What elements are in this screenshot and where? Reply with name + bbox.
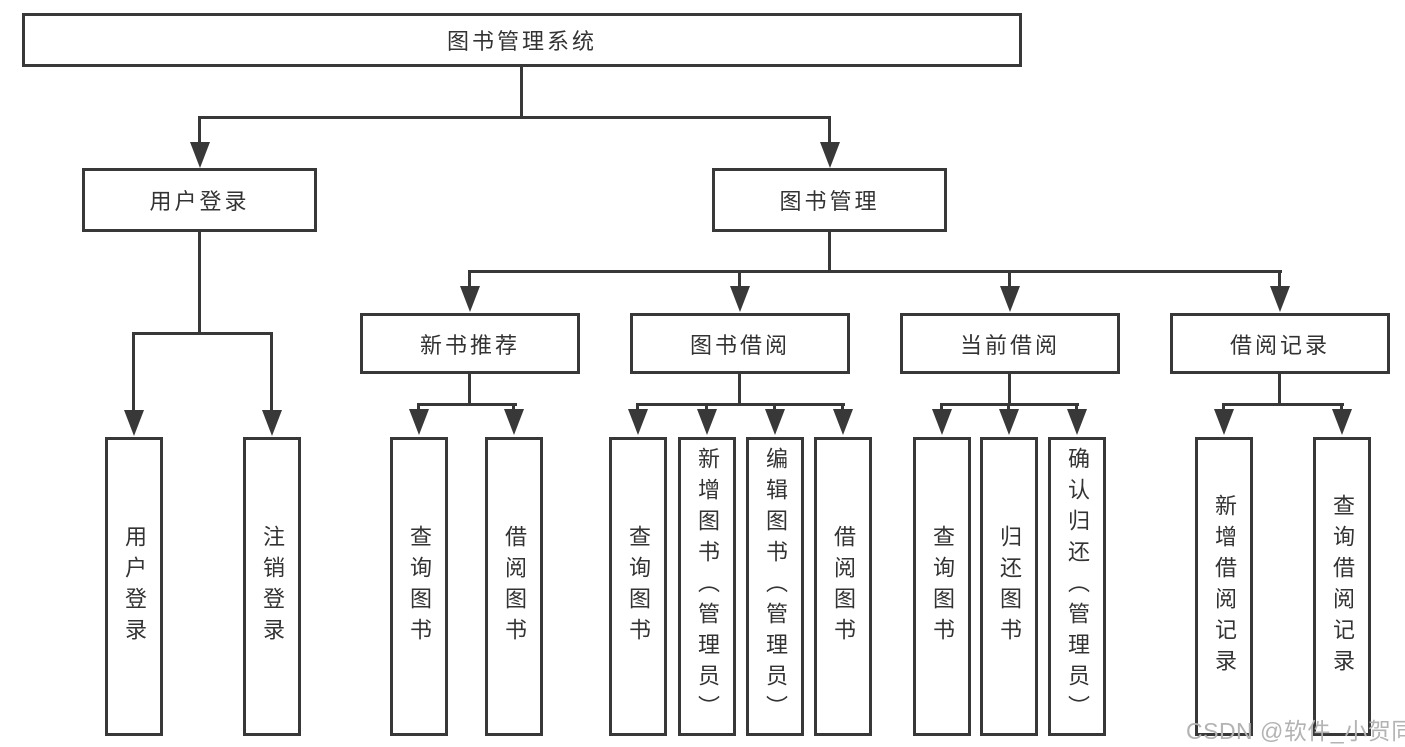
- connector-line: [512, 403, 515, 412]
- leaf-borrow-books-2-label: 借阅图书: [831, 524, 856, 649]
- leaf-return-books-label: 归还图书: [997, 524, 1022, 649]
- connector-line: [468, 270, 471, 292]
- leaf-query-books-2: 查询图书: [609, 437, 667, 736]
- leaf-borrow-books-2: 借阅图书: [814, 437, 872, 736]
- leaf-logout: 注销登录: [243, 437, 301, 736]
- leaf-add-borrow-record: 新增借阅记录: [1195, 437, 1253, 736]
- leaf-user-login-label: 用户登录: [122, 524, 147, 649]
- arrow-down-icon: [1270, 286, 1290, 312]
- arrow-down-icon: [1000, 286, 1020, 312]
- connector-line: [738, 270, 741, 292]
- connector-line: [828, 232, 831, 272]
- arrow-down-icon: [124, 410, 144, 436]
- node-current-borrowing-label: 当前借阅: [959, 332, 1060, 358]
- leaf-borrow-books-1: 借阅图书: [485, 437, 543, 736]
- connector-line: [1278, 270, 1281, 292]
- connector-line: [1222, 403, 1344, 406]
- connector-line: [940, 403, 943, 412]
- arrow-down-icon: [460, 286, 480, 312]
- node-book-borrowing-label: 图书借阅: [689, 332, 790, 358]
- leaf-add-borrow-record-label: 新增借阅记录: [1212, 493, 1237, 680]
- arrow-down-icon: [1067, 409, 1087, 435]
- connector-line: [841, 403, 844, 412]
- leaf-confirm-return-admin: 确认归还（管理员）: [1048, 437, 1106, 736]
- leaf-query-borrow-record-label: 查询借阅记录: [1330, 493, 1355, 680]
- leaf-edit-books-admin-label: 编辑图书（管理员）: [763, 447, 788, 726]
- arrow-down-icon: [1214, 409, 1234, 435]
- leaf-edit-books-admin: 编辑图书（管理员）: [746, 437, 804, 736]
- arrow-down-icon: [1332, 409, 1352, 435]
- arrow-down-icon: [999, 409, 1019, 435]
- connector-line: [828, 116, 831, 146]
- connector-line: [198, 116, 201, 146]
- arrow-down-icon: [628, 409, 648, 435]
- node-current-borrowing: 当前借阅: [900, 313, 1120, 374]
- connector-line: [468, 270, 1282, 273]
- node-book-management: 图书管理: [712, 168, 947, 232]
- leaf-user-login: 用户登录: [105, 437, 163, 736]
- leaf-query-books-2-label: 查询图书: [626, 524, 651, 649]
- arrow-down-icon: [409, 409, 429, 435]
- leaf-return-books: 归还图书: [980, 437, 1038, 736]
- leaf-query-books-1: 查询图书: [390, 437, 448, 736]
- connector-line: [1340, 403, 1343, 412]
- arrow-down-icon: [190, 142, 210, 168]
- node-book-borrowing: 图书借阅: [630, 313, 850, 374]
- leaf-query-books-3-label: 查询图书: [930, 524, 955, 649]
- node-new-book-recommend: 新书推荐: [360, 313, 580, 374]
- connector-line: [520, 67, 523, 119]
- node-borrowing-records: 借阅记录: [1170, 313, 1390, 374]
- connector-line: [738, 374, 741, 406]
- arrow-down-icon: [504, 409, 524, 435]
- arrow-down-icon: [833, 409, 853, 435]
- leaf-query-borrow-record: 查询借阅记录: [1313, 437, 1371, 736]
- connector-line: [1278, 374, 1281, 406]
- leaf-add-books-admin: 新增图书（管理员）: [678, 437, 736, 736]
- connector-line: [1075, 403, 1078, 412]
- connector-line: [132, 332, 135, 412]
- leaf-add-books-admin-label: 新增图书（管理员）: [695, 447, 720, 726]
- connector-line: [417, 403, 517, 406]
- connector-line: [198, 116, 831, 119]
- leaf-query-books-1-label: 查询图书: [407, 524, 432, 649]
- connector-line: [705, 403, 708, 412]
- watermark-text: CSDN @软件_小贺同学: [1186, 718, 1405, 744]
- arrow-down-icon: [730, 286, 750, 312]
- arrow-down-icon: [820, 142, 840, 168]
- connector-line: [1007, 403, 1010, 412]
- connector-line: [132, 332, 273, 335]
- node-root-label: 图书管理系统: [446, 29, 597, 54]
- leaf-borrow-books-1-label: 借阅图书: [502, 524, 527, 649]
- node-new-book-recommend-label: 新书推荐: [419, 332, 520, 358]
- connector-line: [636, 403, 639, 412]
- arrow-down-icon: [932, 409, 952, 435]
- connector-line: [1008, 374, 1011, 406]
- leaf-logout-label: 注销登录: [260, 524, 285, 649]
- node-book-management-label: 图书管理: [779, 189, 880, 214]
- node-root: 图书管理系统: [22, 13, 1022, 67]
- connector-line: [270, 332, 273, 412]
- connector-line: [1222, 403, 1225, 412]
- leaf-query-books-3: 查询图书: [913, 437, 971, 736]
- node-user-login: 用户登录: [82, 168, 317, 232]
- connector-line: [198, 232, 201, 334]
- node-borrowing-records-label: 借阅记录: [1229, 332, 1330, 358]
- node-user-login-label: 用户登录: [149, 189, 250, 214]
- arrow-down-icon: [697, 409, 717, 435]
- arrow-down-icon: [262, 410, 282, 436]
- connector-line: [468, 374, 471, 406]
- connector-line: [773, 403, 776, 412]
- connector-line: [1008, 270, 1011, 292]
- leaf-confirm-return-admin-label: 确认归还（管理员）: [1065, 447, 1090, 726]
- connector-line: [417, 403, 420, 412]
- connector-line: [636, 403, 845, 406]
- arrow-down-icon: [765, 409, 785, 435]
